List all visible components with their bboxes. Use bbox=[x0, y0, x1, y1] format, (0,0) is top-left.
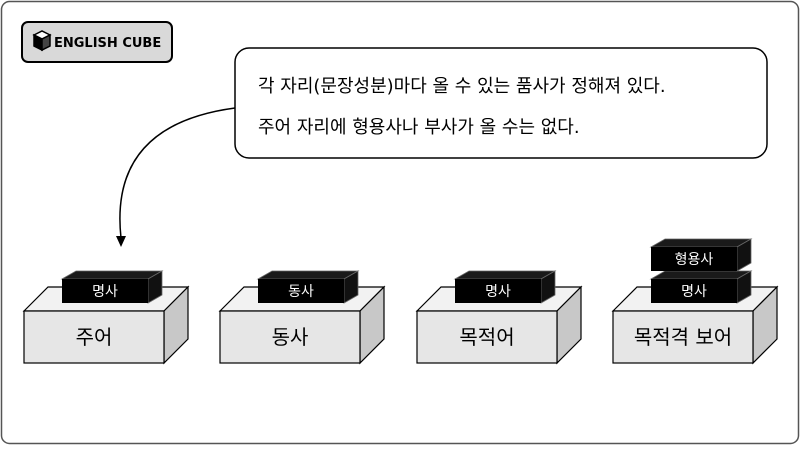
slot-4: 목적격 보어 명사 형용사 bbox=[611, 238, 779, 365]
pedestal-front bbox=[612, 310, 754, 364]
cube-icon bbox=[32, 30, 52, 52]
callout-line-1: 각 자리(문장성분)마다 올 수 있는 품사가 정해져 있다. bbox=[258, 76, 666, 97]
word-block-face bbox=[62, 279, 148, 303]
word-block-top bbox=[60, 270, 164, 280]
pedestal-front bbox=[219, 310, 361, 364]
word-block-label: 형용사 bbox=[675, 252, 714, 268]
word-block-top bbox=[453, 270, 557, 280]
slot-label: 목적어 bbox=[459, 325, 514, 349]
slot-1: 주어 명사 bbox=[22, 270, 190, 365]
word-block-top bbox=[649, 238, 753, 248]
callout-line-2: 주어 자리에 형용사나 부사가 올 수는 없다. bbox=[258, 117, 580, 138]
word-block-label: 동사 bbox=[288, 284, 314, 300]
word-block-top bbox=[649, 270, 753, 280]
word-block-label: 명사 bbox=[681, 284, 707, 300]
word-block: 형용사 bbox=[649, 238, 753, 272]
slot-label: 목적격 보어 bbox=[634, 325, 732, 349]
word-block: 명사 bbox=[453, 270, 557, 304]
pointer-arrow bbox=[119, 107, 236, 239]
word-block-face bbox=[651, 279, 737, 303]
word-block-face bbox=[651, 247, 737, 271]
word-block: 동사 bbox=[256, 270, 360, 304]
pedestal-front bbox=[416, 310, 558, 364]
callout-box bbox=[234, 47, 768, 159]
word-block-top bbox=[256, 270, 360, 280]
word-block-face bbox=[258, 279, 344, 303]
word-block-face bbox=[455, 279, 541, 303]
logo-badge bbox=[21, 21, 173, 63]
slot-label: 주어 bbox=[76, 325, 113, 349]
pedestal-front bbox=[23, 310, 165, 364]
word-block: 명사 bbox=[60, 270, 164, 304]
logo-text: ENGLISH CUBE bbox=[54, 36, 161, 51]
word-block-label: 명사 bbox=[92, 284, 118, 300]
word-block: 명사 bbox=[649, 270, 753, 304]
arrow-head-icon bbox=[116, 236, 126, 247]
slot-3: 목적어 명사 bbox=[415, 270, 583, 365]
word-block-label: 명사 bbox=[485, 284, 511, 300]
slot-label: 동사 bbox=[272, 325, 309, 349]
logo: ENGLISH CUBE bbox=[21, 21, 173, 63]
